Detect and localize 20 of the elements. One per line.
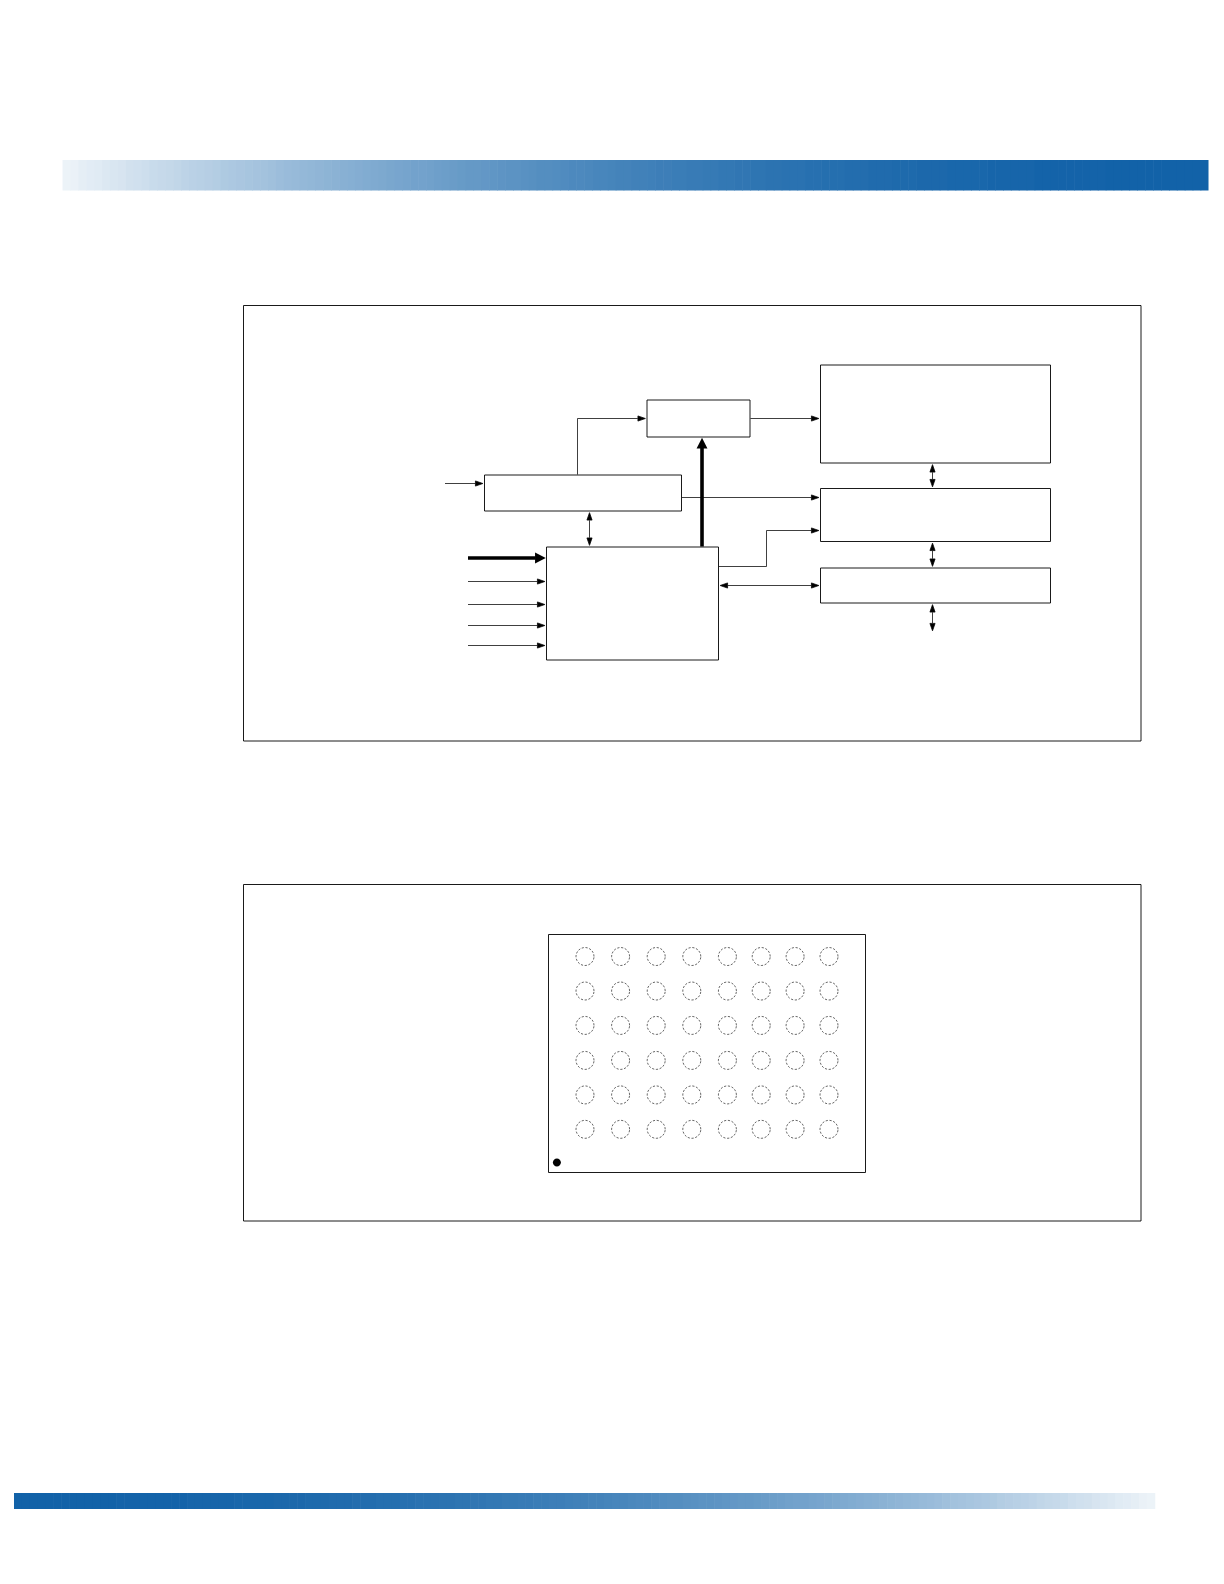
arrow (718, 527, 820, 567)
arrow (719, 582, 820, 589)
arrow (467, 642, 546, 649)
arrow (444, 480, 484, 487)
arrow (467, 622, 546, 629)
block-box (820, 488, 1051, 542)
block-box (820, 364, 1051, 464)
arrow (929, 464, 936, 488)
block-box (820, 567, 1051, 604)
block-box (646, 399, 751, 438)
block-box (484, 474, 682, 512)
arrow (467, 601, 546, 608)
arrow (681, 494, 820, 501)
arrow (586, 512, 593, 546)
block-box (546, 546, 719, 661)
arrow (750, 415, 820, 422)
arrow (577, 415, 646, 475)
arrow (929, 604, 936, 632)
arrow (929, 542, 936, 567)
arrow (467, 578, 546, 585)
